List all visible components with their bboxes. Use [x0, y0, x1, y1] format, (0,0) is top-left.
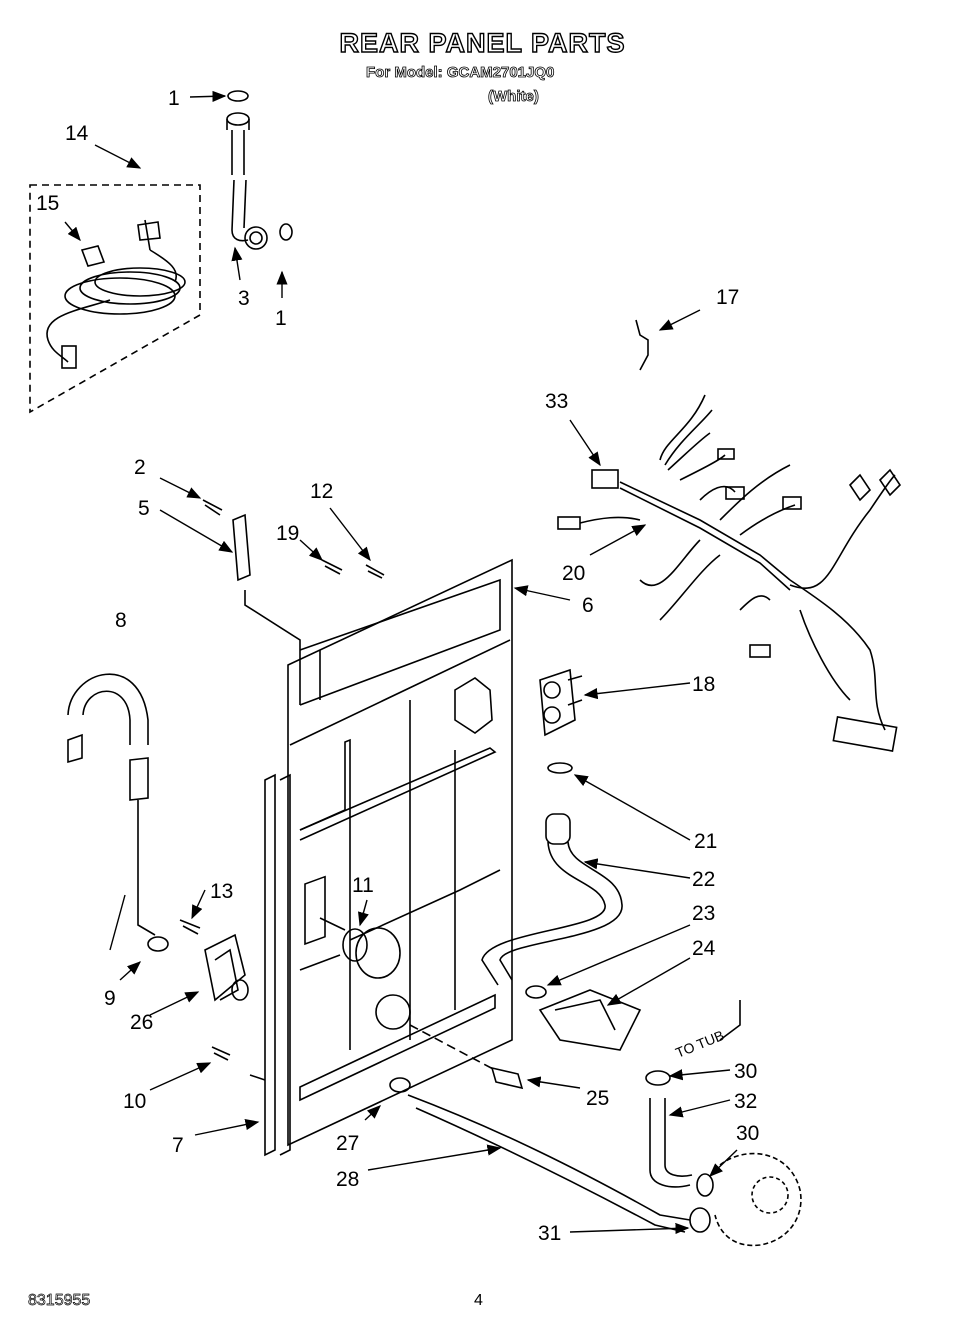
callout-22: 22: [692, 868, 715, 891]
to-tub-label: TO TUB: [673, 1027, 726, 1061]
rear-panel: [287, 558, 513, 1147]
callout-26: 26: [130, 1011, 153, 1034]
callout-6: 6: [582, 594, 594, 617]
callout-18: 18: [692, 673, 715, 696]
callout-27: 27: [336, 1132, 359, 1155]
fill-hose-22: [481, 762, 642, 1051]
callout-28: 28: [336, 1168, 359, 1191]
callout-13: 13: [210, 880, 233, 903]
screw-12: [365, 564, 385, 579]
knob: [375, 994, 411, 1030]
callout-20: 20: [562, 562, 585, 585]
callout-15: 15: [36, 192, 59, 215]
callout-8: 8: [115, 609, 127, 632]
callout-1-top: 1: [168, 87, 180, 110]
callout-17: 17: [716, 286, 739, 309]
power-cord-kit: [29, 184, 201, 414]
page-title: REAR PANEL PARTS: [339, 27, 626, 58]
color-line: (White): [488, 88, 540, 106]
page-number: 4: [474, 1292, 483, 1309]
callout-24: 24: [692, 937, 716, 960]
screw-19: [321, 559, 343, 575]
bracket-17: [635, 319, 649, 371]
callout-2: 2: [134, 456, 146, 479]
switch-25: [490, 1066, 524, 1090]
callout-21: 21: [694, 830, 717, 853]
callout-30-top: 30: [734, 1060, 757, 1083]
callout-7: 7: [172, 1134, 184, 1157]
drain-hose-28: [389, 1000, 802, 1247]
pump-26: [147, 919, 266, 1081]
callout-32: 32: [734, 1090, 757, 1113]
document-number: 8315955: [28, 1292, 91, 1310]
inlet-fitting: [226, 90, 293, 250]
side-trim-7: [264, 773, 291, 1157]
wire-harness: [557, 394, 902, 752]
drain-hose-8: [67, 673, 156, 936]
callout-11: 11: [352, 874, 374, 897]
callout-10: 10: [123, 1090, 146, 1113]
bracket-5: [202, 499, 301, 660]
callout-1-bottom: 1: [275, 307, 287, 330]
callout-31: 31: [538, 1222, 561, 1245]
callout-25: 25: [586, 1087, 609, 1110]
callout-12: 12: [310, 480, 333, 503]
callout-9: 9: [104, 987, 116, 1010]
timer-11: [319, 917, 401, 979]
callout-33: 33: [545, 390, 568, 413]
callout-23: 23: [692, 902, 715, 925]
callout-3: 3: [238, 287, 250, 310]
callout-14: 14: [65, 122, 89, 145]
callout-30-bottom: 30: [736, 1122, 759, 1145]
water-valve-18: [539, 668, 583, 737]
model-line: For Model: GCAM2701JQ0: [366, 64, 555, 82]
callout-5: 5: [138, 497, 150, 520]
callout-19: 19: [276, 522, 299, 545]
